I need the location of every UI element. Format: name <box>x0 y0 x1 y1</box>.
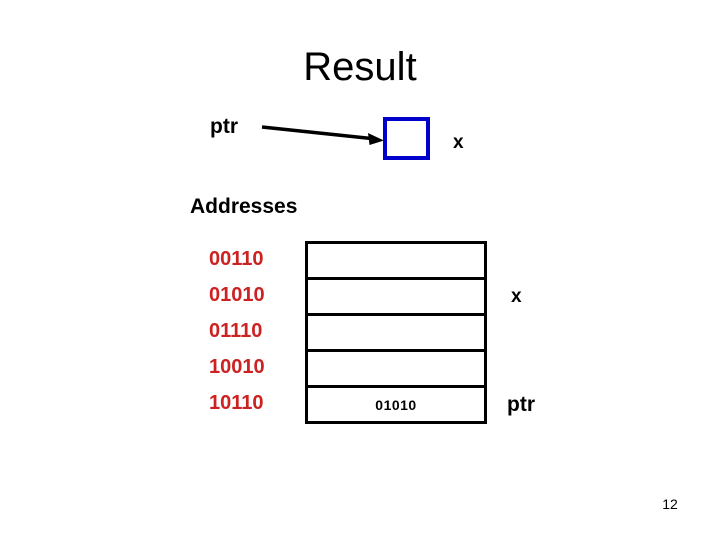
memory-row <box>308 316 484 352</box>
memory-row <box>308 244 484 280</box>
address-label: 00110 <box>209 248 264 270</box>
arrow-right-icon <box>261 125 384 145</box>
memory-cell-value <box>308 316 484 349</box>
address-label: 10110 <box>209 392 264 414</box>
page-number: 12 <box>662 496 678 512</box>
pointer-label-top: ptr <box>210 115 238 138</box>
address-label: 10010 <box>209 356 265 378</box>
memory-annotation-ptr: ptr <box>507 393 535 416</box>
memory-cell-value <box>308 280 484 313</box>
memory-cell-value: 01010 <box>375 396 417 413</box>
memory-row: 01010 <box>308 388 484 424</box>
address-label: 01110 <box>209 320 263 342</box>
page-title: Result <box>303 45 417 89</box>
address-label: 01010 <box>209 284 265 306</box>
memory-row <box>308 352 484 388</box>
memory-cell-value <box>308 244 484 277</box>
memory-row <box>308 280 484 316</box>
addresses-heading: Addresses <box>190 195 298 218</box>
variable-label-top: x <box>453 132 464 153</box>
memory-annotation-x: x <box>511 286 522 307</box>
memory-table: 01010 <box>305 241 487 424</box>
pointee-box <box>383 117 430 160</box>
memory-cell-value <box>308 352 484 385</box>
address-column: 00110 01010 01110 10010 10110 <box>209 241 299 421</box>
